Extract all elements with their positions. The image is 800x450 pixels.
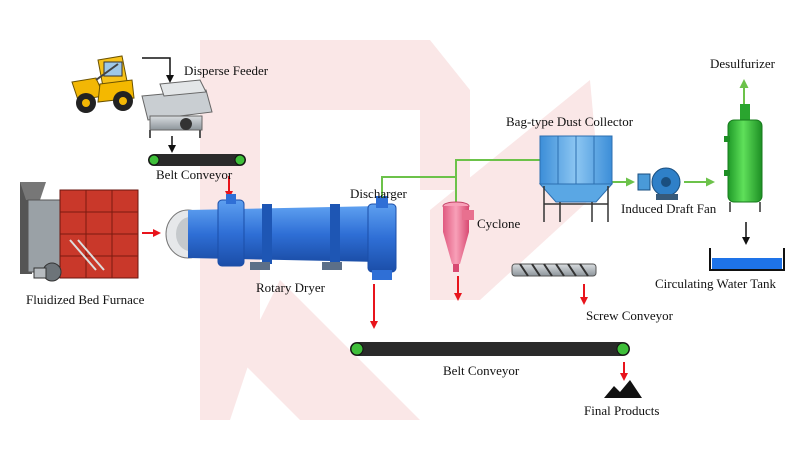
gas-flow-lines (381, 159, 540, 204)
belt-conveyor-top (148, 154, 246, 166)
label-cyclone: Cyclone (477, 216, 521, 231)
belt-conveyor-bottom (350, 342, 630, 356)
circulating-water-tank (709, 248, 785, 271)
cyclone-machine (442, 201, 474, 272)
label-induced-draft-fan: Induced Draft Fan (621, 201, 717, 216)
label-belt-conveyor-top: Belt Conveyor (156, 167, 233, 182)
label-belt-conveyor-bottom: Belt Conveyor (443, 363, 520, 378)
label-bag-dust-collector: Bag-type Dust Collector (506, 114, 634, 129)
disperse-feeder-machine (141, 79, 213, 138)
rotary-dryer-machine (165, 194, 397, 280)
label-circulating-water-tank: Circulating Water Tank (655, 276, 777, 291)
desulfurizer-machine (724, 104, 763, 212)
label-final-products: Final Products (584, 403, 660, 418)
feed-arrow (142, 57, 174, 83)
label-disperse-feeder: Disperse Feeder (184, 63, 269, 78)
screw-conveyor-machine (511, 263, 597, 277)
label-desulfurizer: Desulfurizer (710, 56, 775, 71)
label-rotary-dryer: Rotary Dryer (256, 280, 325, 295)
fluidized-bed-furnace-machine (20, 182, 139, 282)
bag-dust-collector-machine (538, 135, 614, 222)
label-screw-conveyor: Screw Conveyor (586, 308, 674, 323)
final-products-pile-icon (604, 380, 642, 398)
induced-draft-fan-machine (637, 167, 681, 200)
label-fluidized-bed-furnace: Fluidized Bed Furnace (26, 292, 145, 307)
wheel-loader-icon (71, 55, 135, 113)
label-discharger: Discharger (350, 186, 407, 201)
